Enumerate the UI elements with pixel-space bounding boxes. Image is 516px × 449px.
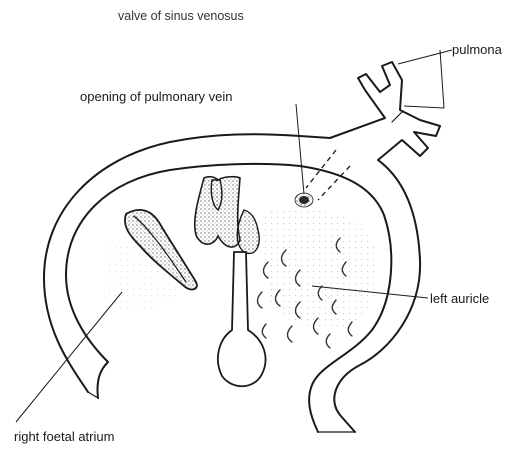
opening-leader (296, 104, 304, 194)
pulmonary-veins-label: pulmona (452, 42, 503, 57)
right-atrium-label: right foetal atrium (14, 429, 114, 444)
pulmonary-vein-inner-edge (392, 112, 402, 122)
pulmonary-vein-branches (330, 62, 440, 160)
interatrial-septum-spur (218, 252, 266, 386)
left-wall-cut (88, 392, 98, 398)
septum-secundum (237, 210, 259, 253)
valve-label: valve of sinus venosus (118, 9, 244, 23)
pulmonary-leader-lower (404, 50, 444, 108)
pulmonary-vein-dashed-course (306, 150, 350, 200)
right-atrium-leader (16, 292, 122, 422)
pulmonary-leader-upper (398, 50, 452, 64)
left-auricle-label: left auricle (430, 291, 489, 306)
left-atrium-stipple (260, 207, 378, 330)
pulmonary-vein-opening (295, 193, 313, 207)
opening-label: opening of pulmonary vein (80, 89, 233, 104)
